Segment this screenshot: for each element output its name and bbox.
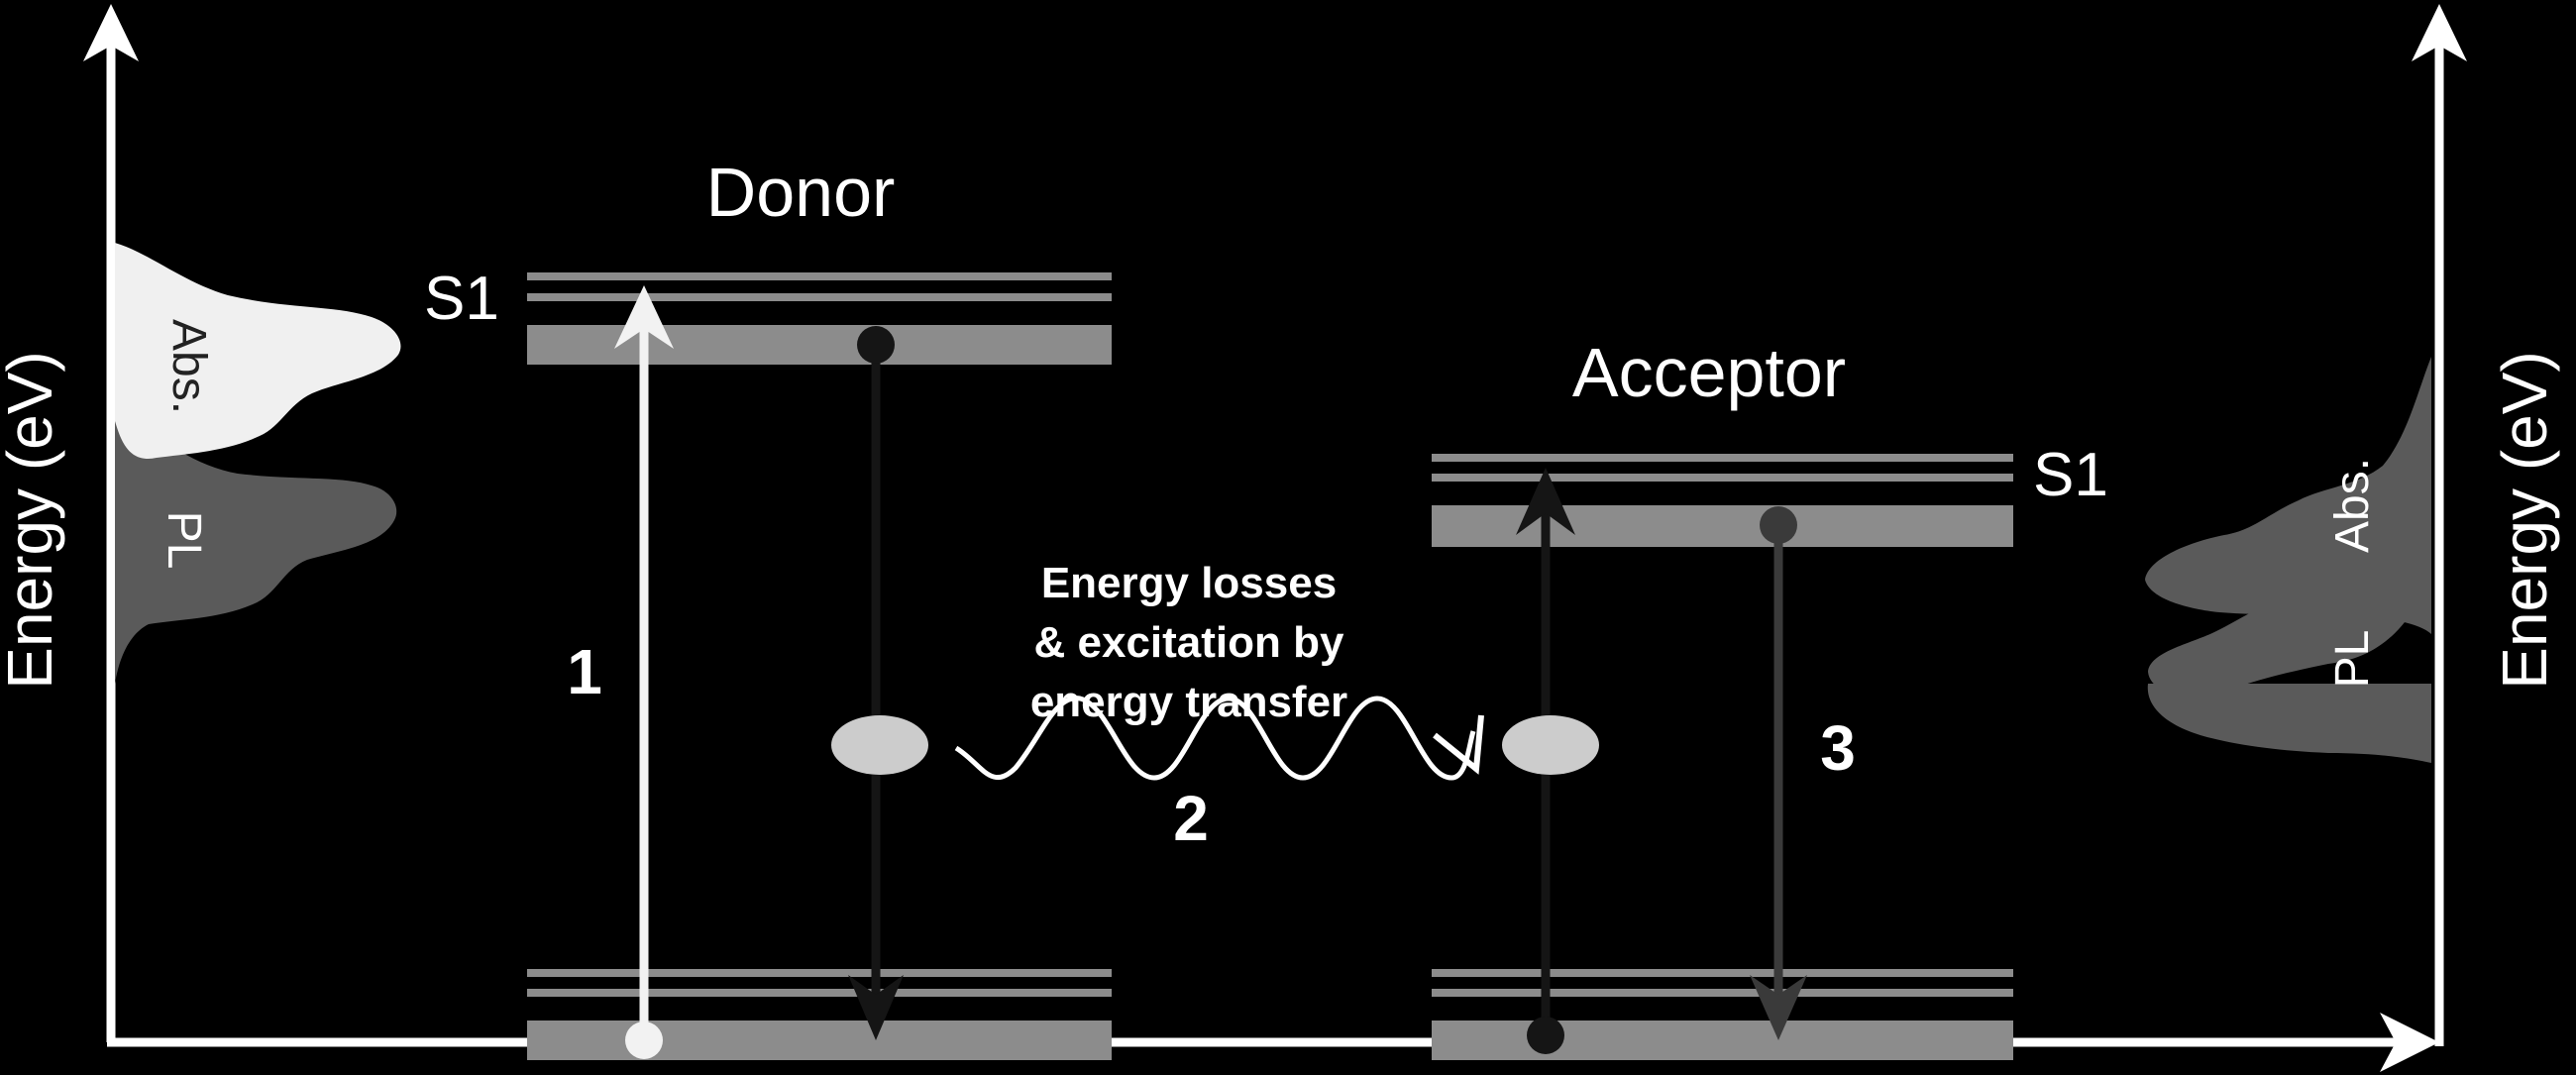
acceptor-emission-arrow (1750, 506, 1807, 1040)
bottom-axis-arrowhead (2380, 1013, 2439, 1072)
acceptor-s1-label: S1 (2033, 441, 2108, 509)
donor-s0-band (527, 1021, 1112, 1060)
donor-abs-label: Abs. (162, 319, 215, 414)
acceptor-abs-spectrum (2145, 357, 2431, 634)
acceptor-s0-band (1432, 1021, 2013, 1060)
acceptor-spectra: Abs. PL (2145, 357, 2431, 763)
donor-s0-line-2 (527, 989, 1112, 997)
acceptor-pl-label: PL (2326, 630, 2379, 689)
donor-abs-spectrum (115, 243, 401, 459)
energy-transfer-arrowhead (1433, 714, 1484, 775)
donor-pl-label: PL (158, 511, 210, 570)
acceptor-title: Acceptor (1572, 334, 1846, 411)
donor-pl-spectrum (115, 391, 397, 684)
donor-excitation-arrow (614, 285, 674, 1059)
acceptor-s1-line-2 (1432, 474, 2013, 482)
step-2-label: 2 (1173, 783, 1209, 854)
acceptor-s1-band (1432, 505, 2013, 547)
donor-s1-label: S1 (424, 265, 499, 333)
acceptor-s0-line-1 (1432, 969, 2013, 977)
donor-excitation-arrowhead (614, 285, 674, 349)
donor-spectra: Abs. PL (115, 243, 401, 684)
step-3-label: 3 (1820, 712, 1856, 784)
step-1-label: 1 (567, 636, 602, 707)
left-axis-label: Energy (eV) (0, 351, 65, 689)
transfer-text-line-2: & excitation by (1034, 618, 1344, 667)
acceptor-emission-arrowhead (1750, 975, 1807, 1040)
donor-ground-dot (625, 1021, 663, 1059)
acceptor-pl-tail (2147, 684, 2431, 763)
left-axis-arrowhead (83, 4, 139, 61)
acceptor-s1-line-1 (1432, 454, 2013, 462)
acceptor-s0-line-2 (1432, 989, 2013, 997)
donor-excited-dot (857, 326, 895, 364)
donor-relaxation-arrowhead (848, 975, 904, 1040)
acceptor-abs-label: Abs. (2326, 458, 2379, 553)
acceptor-excitation-arrowhead (1516, 468, 1575, 535)
transfer-text-line-1: Energy losses (1041, 559, 1337, 607)
donor-s0-line-1 (527, 969, 1112, 977)
donor-s1-band (527, 325, 1112, 365)
donor-relaxation-arrow (848, 326, 904, 1040)
right-axis-label: Energy (eV) (2489, 351, 2560, 689)
acceptor-ground-dot (1527, 1017, 1564, 1054)
donor-levels (527, 272, 1112, 1060)
donor-title: Donor (706, 154, 896, 231)
acceptor-exciton (1502, 715, 1599, 775)
axes (83, 4, 2467, 1072)
donor-s1-line-2 (527, 293, 1112, 301)
transfer-text-line-3: energy transfer (1030, 678, 1347, 726)
acceptor-excited-dot (1760, 506, 1797, 544)
donor-exciton (831, 715, 928, 775)
donor-s1-line-1 (527, 272, 1112, 280)
energy-transfer-wave (954, 696, 1484, 781)
right-axis-arrowhead (2412, 4, 2467, 61)
